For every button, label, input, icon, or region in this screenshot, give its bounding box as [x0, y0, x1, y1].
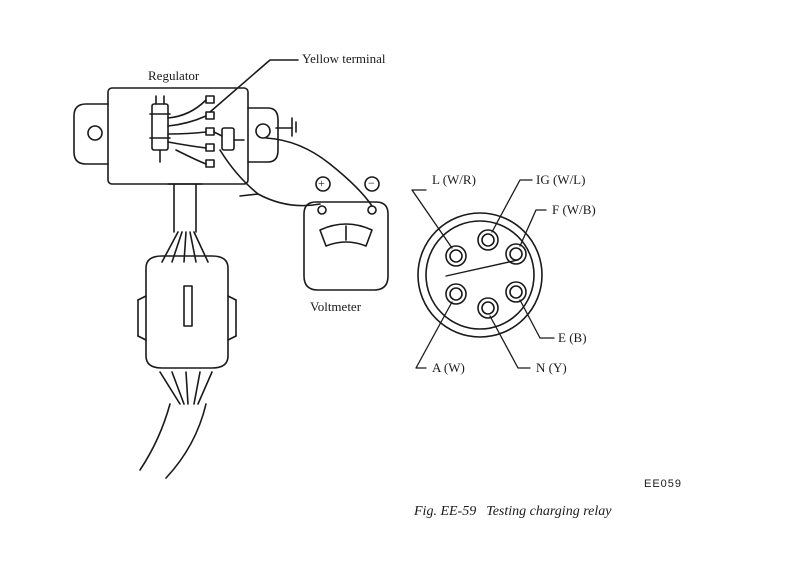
- terminal-label-l: L (W/R): [432, 172, 476, 187]
- figure-caption: Fig. EE-59 Testing charging relay: [414, 504, 611, 520]
- harness-connector: [137, 183, 237, 479]
- terminal-label-a: A (W): [432, 360, 465, 375]
- minus-sign: −: [368, 176, 375, 190]
- connector-terminal-face: [417, 212, 543, 338]
- terminal-leaders: [411, 179, 555, 369]
- figure-number: Fig. EE-59: [414, 504, 477, 519]
- terminal-label-ig: IG (W/L): [536, 172, 586, 187]
- terminal-label-f: F (W/B): [552, 202, 596, 217]
- voltmeter: [303, 176, 389, 291]
- voltmeter-leads: [219, 137, 373, 207]
- terminal-label-n: N (Y): [536, 360, 567, 375]
- terminal-label-e: E (B): [558, 330, 587, 345]
- regulator-label: Regulator: [148, 68, 200, 83]
- figure-title: Testing charging relay: [486, 504, 612, 519]
- voltmeter-label: Voltmeter: [310, 299, 362, 314]
- plus-sign: +: [318, 176, 325, 190]
- regulator-unit: [73, 87, 297, 185]
- figure-code: EE059: [644, 478, 683, 490]
- yellow-terminal-label: Yellow terminal: [302, 51, 386, 66]
- yellow-terminal-leader: [209, 59, 299, 113]
